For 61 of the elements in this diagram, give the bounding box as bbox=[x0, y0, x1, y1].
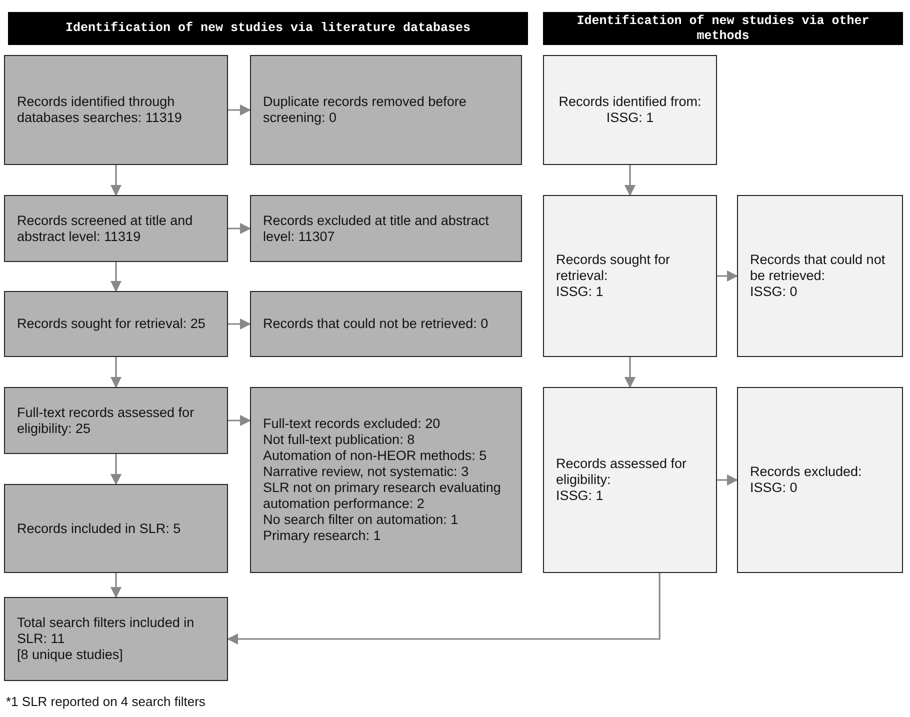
arrow bbox=[624, 357, 636, 388]
arrow bbox=[624, 165, 636, 196]
box-text: [8 unique studies] bbox=[17, 647, 124, 663]
process-box bbox=[250, 55, 522, 165]
box-text: ISSG: 0 bbox=[750, 480, 798, 496]
arrow bbox=[110, 357, 122, 388]
box-text: ISSG: 1 bbox=[556, 284, 604, 300]
box-text: Records identified from: bbox=[558, 94, 702, 110]
process-box bbox=[4, 597, 228, 681]
header-text: Identification of new studies via literature databases bbox=[65, 21, 471, 36]
box-text: Records that could not be retrieved: bbox=[750, 252, 886, 284]
process-box bbox=[543, 55, 717, 165]
box-text: ISSG: 0 bbox=[750, 284, 798, 300]
arrow bbox=[110, 262, 122, 292]
process-box bbox=[4, 387, 228, 454]
box-text: Records screened at title and abstract level: 11319 bbox=[17, 212, 194, 244]
box-text: Records that could not be retrieved: 0 bbox=[263, 316, 490, 332]
process-box bbox=[250, 291, 522, 357]
box-text: Records excluded: bbox=[750, 464, 863, 480]
box-text: Total search filters included in SLR: 11 bbox=[17, 615, 196, 647]
box-text: Records excluded at title and abstract level: 11307 bbox=[263, 212, 490, 244]
process-box bbox=[737, 195, 903, 357]
box-text: Automation of non-HEOR methods: 5 bbox=[263, 448, 488, 464]
arrow bbox=[226, 573, 660, 645]
arrow bbox=[110, 454, 122, 486]
box-text: Narrative review, not systematic: 3 bbox=[263, 464, 470, 480]
process-box bbox=[250, 195, 522, 262]
process-box bbox=[543, 387, 717, 573]
process-box bbox=[250, 387, 522, 573]
box-text: Full-text records excluded: 20 bbox=[263, 416, 442, 432]
box-text: Records included in SLR: 5 bbox=[17, 520, 182, 536]
process-box bbox=[737, 387, 903, 573]
process-box bbox=[4, 484, 228, 573]
box-text: SLR not on primary research evaluating automation performance: 2 bbox=[263, 480, 502, 512]
arrow bbox=[228, 318, 252, 330]
section-header bbox=[8, 12, 528, 45]
arrow bbox=[110, 573, 122, 598]
footnote: *1 SLR reported on 4 search filters bbox=[6, 694, 206, 709]
box-text: Duplicate records removed before screening: 0 bbox=[263, 94, 468, 126]
box-text: Records assessed for eligibility: bbox=[556, 456, 688, 488]
process-box bbox=[4, 291, 228, 357]
process-box bbox=[4, 55, 228, 165]
header-text: Identification of new studies via other methods bbox=[576, 14, 870, 44]
box-text: Not full-text publication: 8 bbox=[263, 432, 416, 448]
box-text: Records sought for retrieval: bbox=[556, 252, 672, 284]
box-text: Records sought for retrieval: 25 bbox=[17, 316, 206, 332]
arrow bbox=[717, 270, 738, 282]
process-box bbox=[4, 195, 228, 262]
box-text: ISSG: 1 bbox=[606, 110, 654, 126]
process-box bbox=[543, 195, 717, 357]
arrow bbox=[228, 104, 252, 116]
arrow bbox=[228, 222, 252, 234]
box-text: Primary research: 1 bbox=[263, 528, 382, 544]
arrow bbox=[717, 474, 738, 486]
box-text: Records identified through databases searches: 11319 bbox=[17, 94, 183, 126]
box-text: ISSG: 1 bbox=[556, 488, 604, 504]
arrow bbox=[228, 414, 252, 426]
box-text: Full-text records assessed for eligibility: 25 bbox=[17, 404, 196, 436]
box-text: No search filter on automation: 1 bbox=[263, 512, 460, 528]
section-header bbox=[543, 12, 903, 45]
arrow bbox=[110, 165, 122, 196]
